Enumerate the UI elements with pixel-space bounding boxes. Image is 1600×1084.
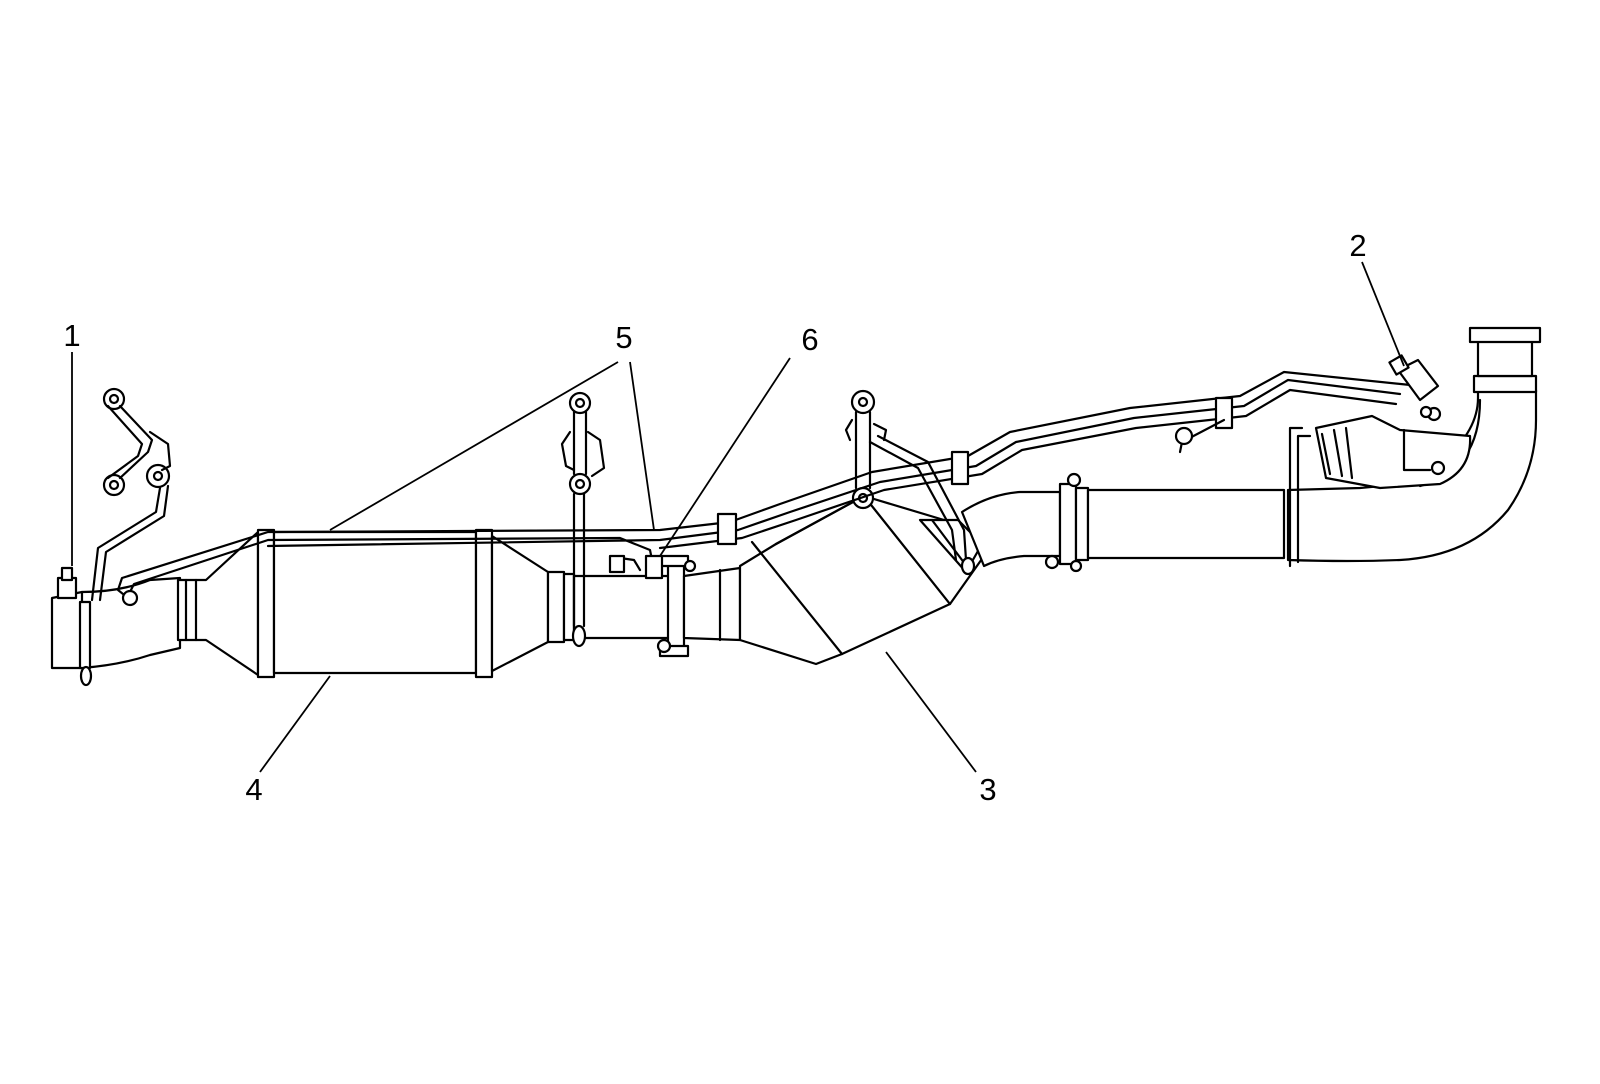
callout-1: 1 (63, 318, 80, 353)
inlet-pipe (50, 566, 182, 687)
leader-4 (259, 675, 331, 773)
mid-pipe (572, 554, 742, 658)
callout-6: 6 (801, 322, 818, 357)
converter-4 (176, 528, 576, 679)
leader-5a (329, 361, 619, 531)
leader-6 (659, 357, 791, 557)
rear-elbow (1286, 326, 1542, 568)
callout-5: 5 (615, 320, 632, 355)
leader-lines (71, 261, 1405, 773)
hanger-bracket-right (844, 389, 976, 576)
rear-pipe (960, 472, 1292, 573)
callout-3: 3 (979, 772, 996, 807)
leader-3 (885, 651, 977, 773)
sensor-tubes (116, 370, 1422, 607)
callout-labels: 1 2 3 4 5 6 (63, 228, 1366, 807)
leader-5b (629, 361, 655, 531)
hanger-bracket-left (90, 387, 172, 602)
sensor-2 (1388, 354, 1440, 419)
hanger-bracket-center (560, 391, 606, 648)
callout-2: 2 (1349, 228, 1366, 263)
callout-4: 4 (245, 772, 262, 807)
leader-2 (1361, 261, 1405, 367)
